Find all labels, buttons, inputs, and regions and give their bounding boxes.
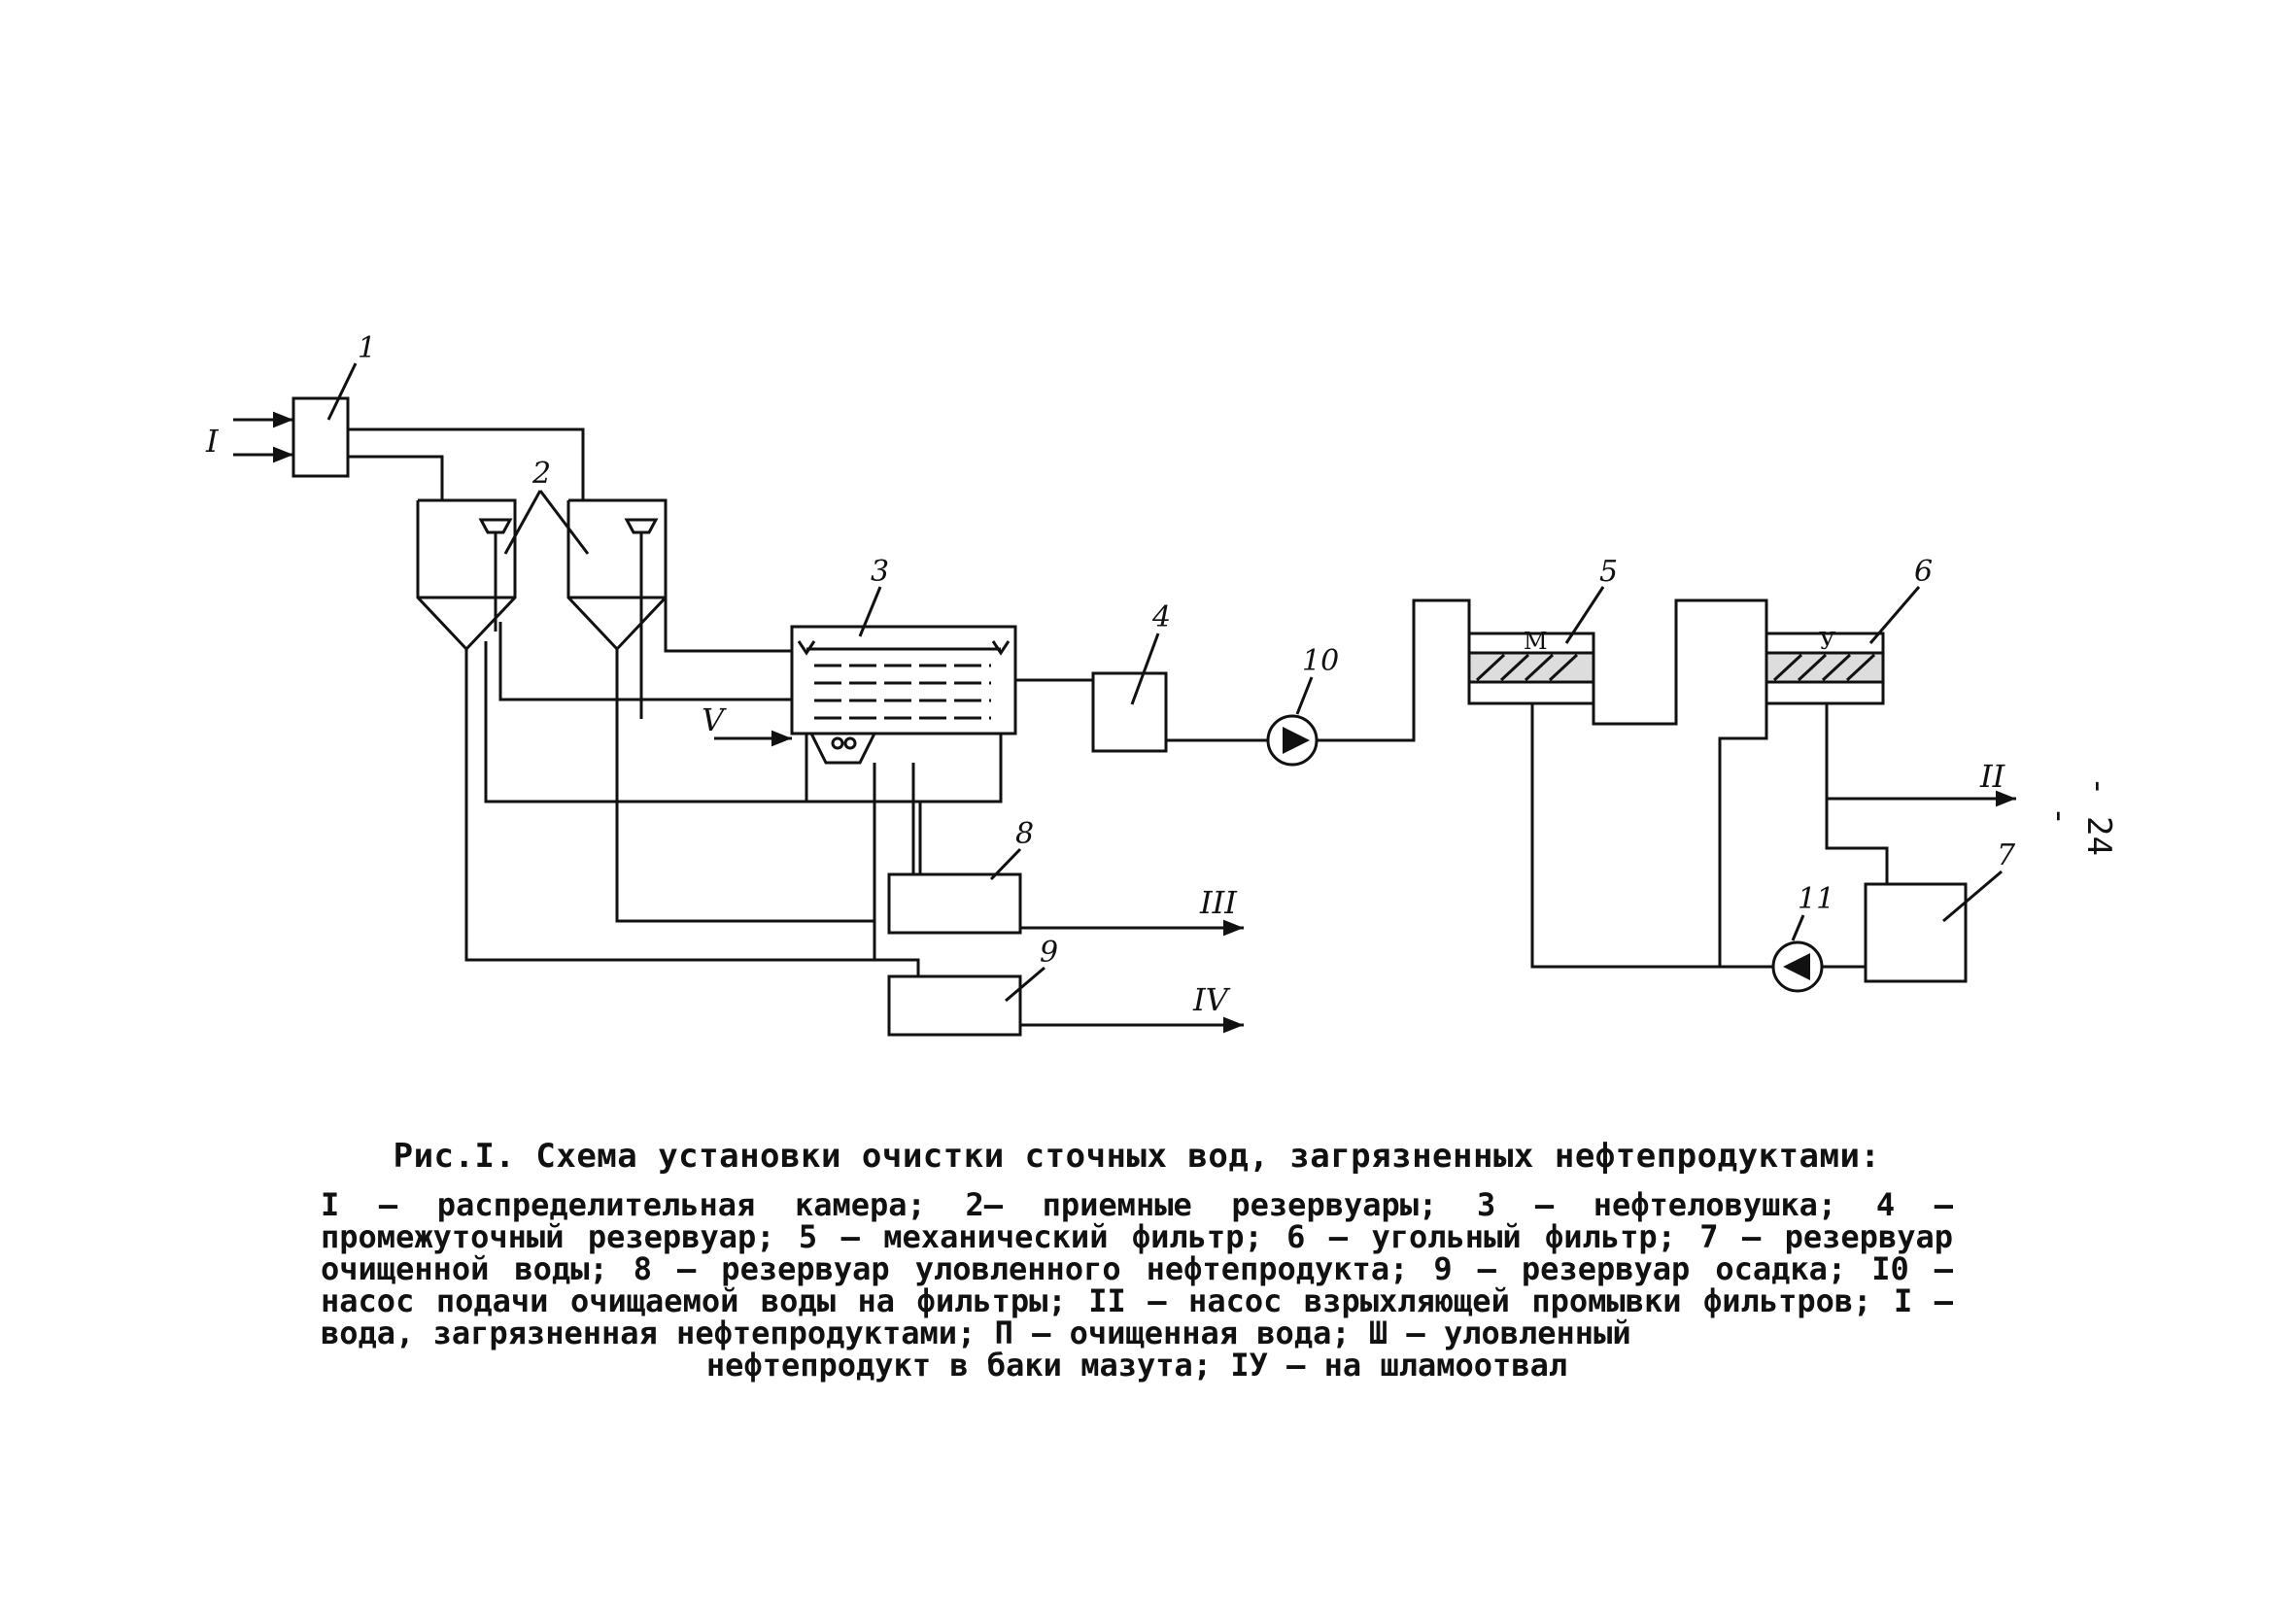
- caption-legend-last: нефтепродукт в баки мазута; IУ – на шлам…: [705, 1347, 1568, 1384]
- mechanical-filter: [1467, 632, 1595, 705]
- stream-label-ii: II: [1979, 758, 2006, 795]
- stream-label-iv: IV: [1192, 981, 1231, 1018]
- caption-title: Рис.I. Схема установки очистки сточных в…: [393, 1137, 1881, 1176]
- inlet-stream-arrows: [233, 411, 293, 463]
- filter-letter-u: У: [1819, 628, 1836, 655]
- receiving-tank-left: [416, 498, 517, 652]
- pipe-to-sludge-tank: [873, 921, 920, 976]
- leader-1: [326, 362, 358, 421]
- intermediate-tank: [1091, 671, 1168, 753]
- stream-label-iii: III: [1199, 884, 1238, 921]
- label-6: 6: [1914, 555, 1933, 589]
- label-3: 3: [871, 555, 889, 589]
- leader-4: [1130, 632, 1160, 705]
- stream-label-v: V: [702, 701, 727, 738]
- sludge-tank: [887, 974, 1022, 1037]
- pipe-pump10-to-filter5: [1317, 598, 1471, 742]
- leader-9: [1005, 966, 1045, 1003]
- leader-7: [1942, 870, 2003, 923]
- label-7: 7: [1997, 838, 2016, 872]
- page-number: - 24 -: [2040, 776, 2118, 856]
- pipe-to-clean-water-tank: [1825, 799, 1889, 884]
- receiving-tank-right: [566, 498, 668, 719]
- recovered-oil-tank: [887, 872, 1022, 935]
- label-11: 11: [1798, 882, 1834, 916]
- caption-legend: I – распределительная камера; 2– приемны…: [321, 1189, 1953, 1382]
- label-10: 10: [1302, 644, 1339, 678]
- label-9: 9: [1040, 936, 1058, 970]
- leader-10: [1295, 676, 1314, 715]
- chamber-outlet-pipes: [348, 427, 585, 500]
- backwash-pipes: [1530, 703, 1866, 969]
- leader-6: [1868, 586, 1921, 644]
- leaders-2: [503, 490, 590, 555]
- pipe-filter5-to-filter6: [1592, 598, 1768, 726]
- figure-caption: Рис.I. Схема установки очистки сточных в…: [321, 1137, 1953, 1382]
- caption-legend-main: I – распределительная камера; 2– приемны…: [321, 1186, 1953, 1351]
- leader-3: [858, 586, 882, 637]
- carbon-filter: [1765, 632, 1885, 705]
- leader-8: [989, 847, 1022, 881]
- label-2: 2: [531, 457, 551, 491]
- clean-water-tank: [1864, 882, 1968, 983]
- pump-10: [1266, 714, 1319, 767]
- oil-trap: [790, 625, 1017, 765]
- label-8: 8: [1015, 817, 1034, 851]
- label-4: 4: [1151, 600, 1171, 634]
- label-1: 1: [358, 331, 376, 365]
- leader-11: [1791, 914, 1805, 941]
- label-5: 5: [1599, 555, 1618, 589]
- pump-11: [1771, 940, 1824, 993]
- distribution-chamber: [291, 396, 350, 478]
- stream-label-i: I: [205, 423, 220, 460]
- leader-5: [1564, 586, 1605, 644]
- filter-letter-m: М: [1524, 628, 1548, 655]
